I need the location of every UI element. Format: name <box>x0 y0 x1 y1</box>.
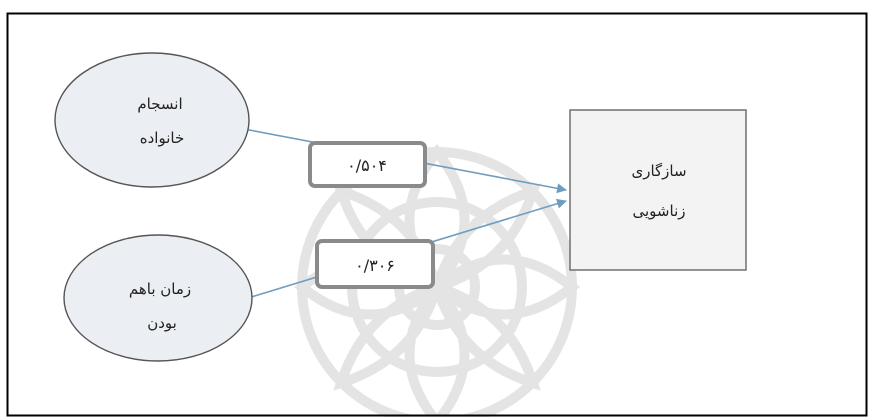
edge-label-family-cohesion: ۰/۵۰۴ <box>308 141 427 188</box>
node-time-together-line1: زمان باهم <box>129 280 191 298</box>
edge-label-family-cohesion-value: ۰/۵۰۴ <box>347 156 387 175</box>
node-time-together: زمان باهم بودن <box>63 234 253 362</box>
node-marital-adjustment-line2: زناشویی <box>633 202 686 220</box>
node-family-cohesion-shape <box>54 52 250 188</box>
edge-label-time-together-value: ۰/۳۰۶ <box>355 256 395 275</box>
node-time-together-shape <box>63 234 253 362</box>
edge-label-time-together-box <box>315 239 435 289</box>
node-marital-adjustment: سازگاری زناشویی <box>569 109 747 271</box>
node-time-together-line2: بودن <box>147 314 177 332</box>
edge-label-family-cohesion-box <box>308 141 427 188</box>
node-marital-adjustment-shape <box>569 109 747 271</box>
edge-label-time-together: ۰/۳۰۶ <box>315 239 435 289</box>
figure-frame <box>6 12 868 417</box>
node-family-cohesion-line1: انسجام <box>137 95 182 113</box>
node-family-cohesion-line2: خانواده <box>140 129 184 147</box>
node-family-cohesion: انسجام خانواده <box>54 52 250 188</box>
node-marital-adjustment-line1: سازگاری <box>631 162 686 180</box>
